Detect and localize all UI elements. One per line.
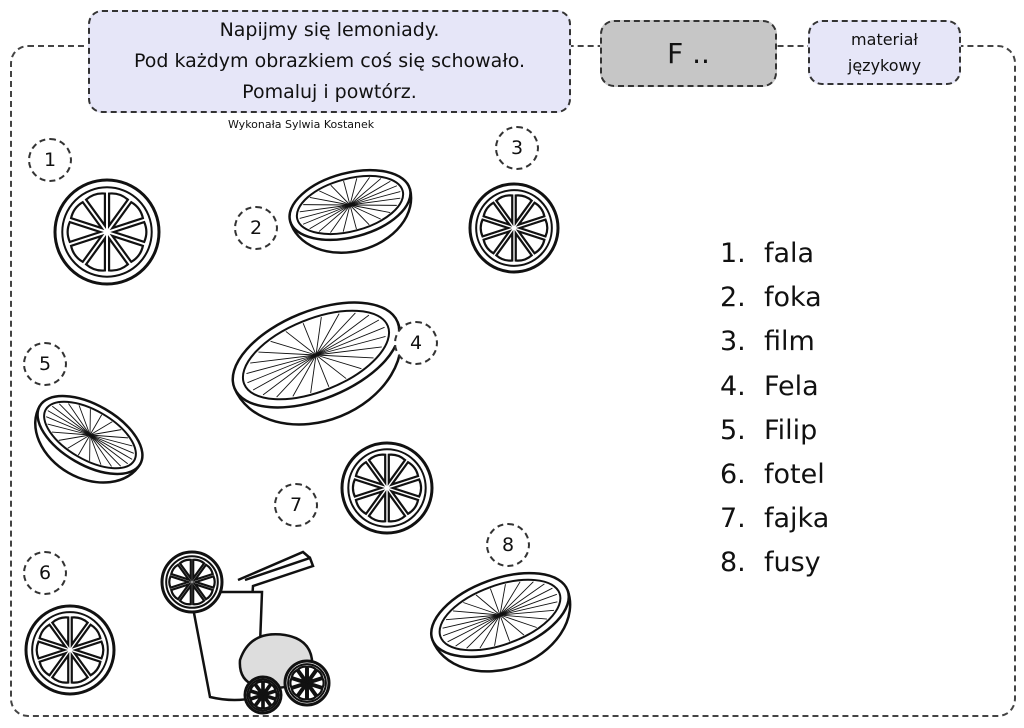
picture-number-5: 5 (23, 342, 67, 386)
lemon-slice-3 (468, 182, 560, 274)
word-item: 5.Filip (720, 414, 818, 446)
lemon-half-8 (429, 571, 572, 673)
instruction-line: Pod każdym obrazkiem coś się schowało. (133, 50, 526, 72)
glass-lemon-slice (160, 550, 224, 614)
instruction-line: Pomaluj i powtórz. (242, 81, 417, 103)
picture-number-4: 4 (394, 321, 438, 365)
author-credit: Wykonała Sylwia Kostanek (228, 118, 375, 131)
picture-number-3: 3 (495, 126, 539, 170)
letter-label: F .. (667, 37, 710, 70)
picture-number-7: 7 (274, 483, 318, 527)
lemon-slice-7 (340, 441, 434, 535)
small-lemon-slice (243, 675, 283, 715)
instruction-line: Napijmy się lemoniady. (219, 19, 440, 41)
lemon-slice-1 (53, 178, 161, 286)
word-item: 7.fajka (720, 503, 830, 535)
lemon-slice-6 (24, 604, 116, 696)
lemon-half-2 (288, 168, 413, 254)
small-lemon-slice (283, 659, 331, 707)
word-item: 1.fala (720, 238, 815, 269)
letter-box: F .. (600, 20, 777, 87)
word-item: 4.Fela (720, 370, 819, 402)
word-item: 2.foka (720, 282, 822, 314)
picture-number-8: 8 (486, 523, 530, 567)
instructions-box: Napijmy się lemoniady. Pod każdym obrazk… (88, 10, 571, 113)
word-item: 3.film (720, 326, 815, 358)
material-label: materiał (851, 29, 918, 49)
word-item: 6.fotel (720, 459, 825, 491)
lemon-half-5 (34, 394, 144, 484)
word-list: 1.fala 2.foka 3.film 4.Fela 5.Filip 6.fo… (720, 232, 829, 586)
picture-number-6: 6 (23, 551, 67, 595)
material-label: językowy (847, 55, 922, 75)
word-item: 8.fusy (720, 547, 821, 579)
material-box: materiał językowy (808, 20, 961, 85)
picture-number-1: 1 (28, 138, 72, 182)
picture-number-2: 2 (234, 206, 278, 250)
lemon-half-4 (231, 301, 403, 426)
